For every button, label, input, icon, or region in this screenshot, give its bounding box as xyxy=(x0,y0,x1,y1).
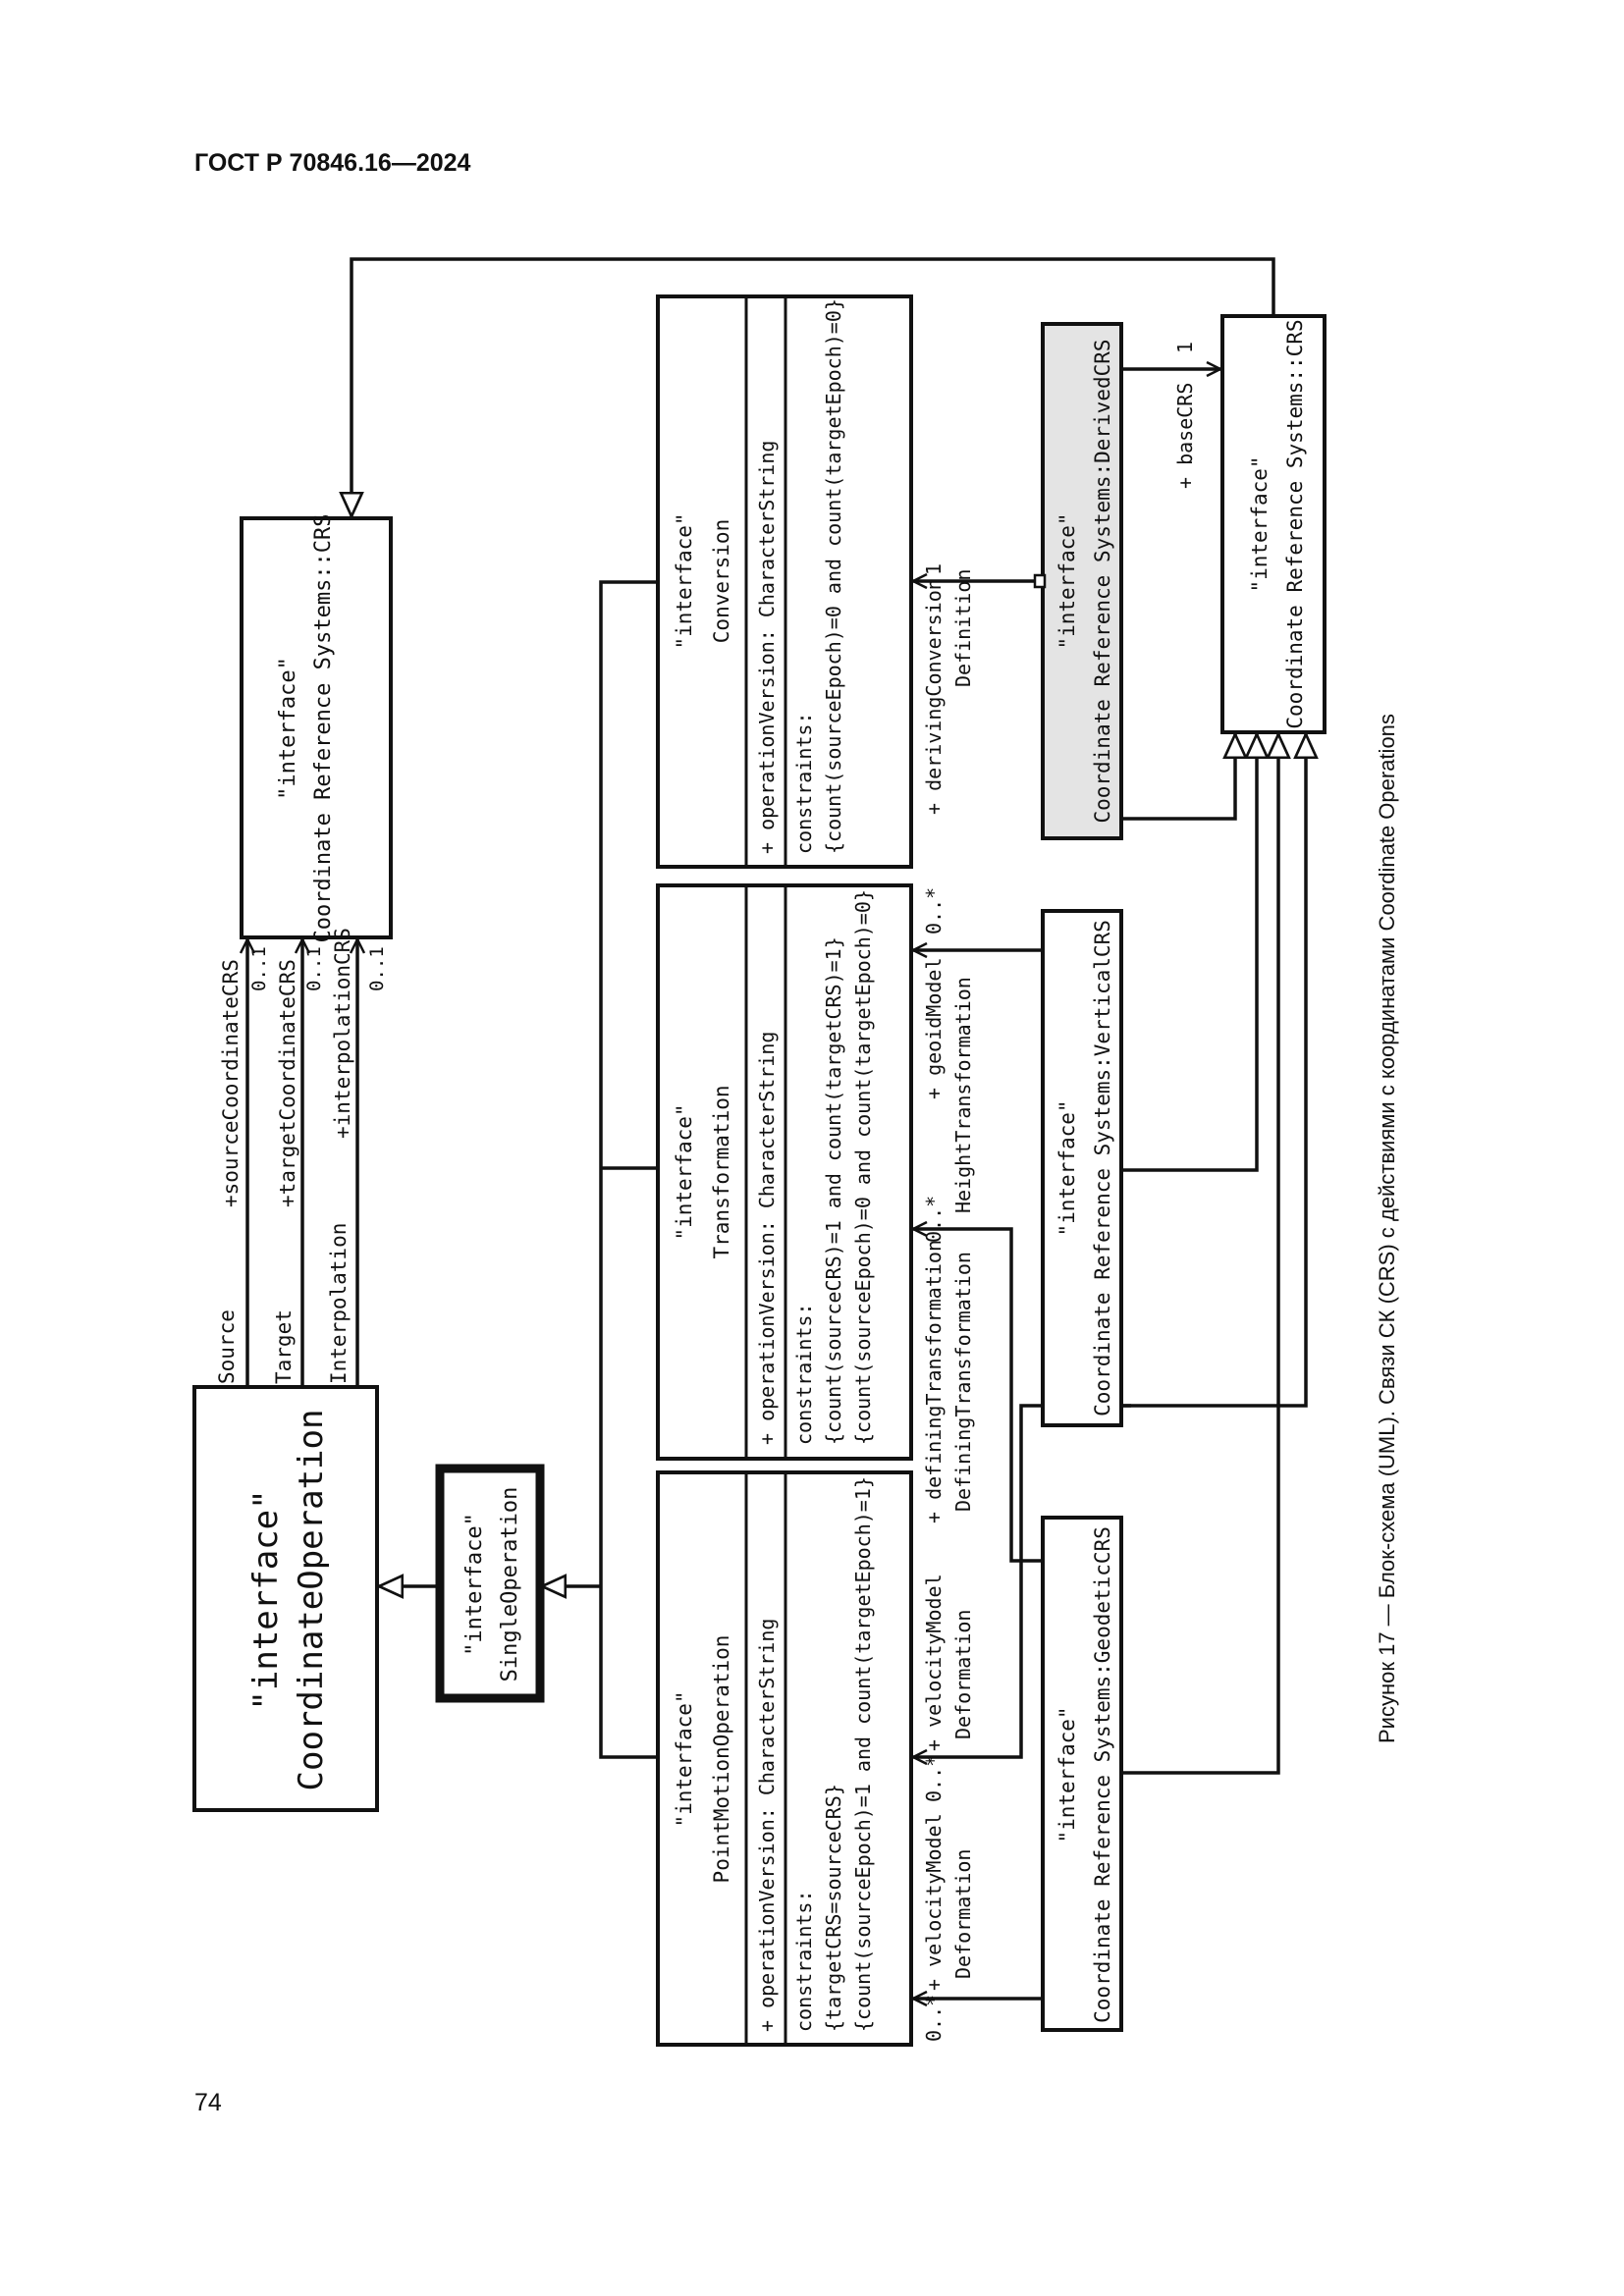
target-label: Target xyxy=(272,1309,296,1384)
vertical-crs-box xyxy=(1041,909,1123,1427)
defining-transformation-role: + definingTransformation xyxy=(922,1240,946,1523)
defining-transformation-multiplicity: 0..* xyxy=(922,1196,946,1243)
pmo-constraint-1: {targetCRS=sourceCRS} xyxy=(822,1784,845,2032)
vertical-crs-stereotype: "interface" xyxy=(1056,1099,1079,1236)
derived-crs-stereotype: "interface" xyxy=(1056,512,1079,649)
coordinate-operation-name: CoordinateOperation xyxy=(292,1410,331,1791)
crs-top-box xyxy=(240,516,393,939)
pmo-name: PointMotionOperation xyxy=(710,1635,733,1884)
standard-header: ГОСТ Р 70846.16—2024 xyxy=(194,149,471,177)
crs-to-crs-generalization xyxy=(352,257,1275,516)
crs-bottom-stereotype: "interface" xyxy=(1248,455,1272,592)
transformation-constraints-label: constraints: xyxy=(792,1304,816,1446)
deriving-conversion-name: Definition xyxy=(951,569,975,687)
velocity-model-1-name: Deformation xyxy=(951,1849,975,1979)
conversion-constraint-1: {count(sourceEpoch)=0 and count(targetEp… xyxy=(822,298,845,854)
conversion-constraints-label: constraints: xyxy=(792,713,816,855)
transformation-name: Transformation xyxy=(710,1085,733,1258)
velocity-model-2-multiplicity: 0..* xyxy=(922,1755,946,1802)
single-operation-name: SingleOperation xyxy=(498,1487,522,1682)
geodetic-crs-stereotype: "interface" xyxy=(1056,1706,1079,1842)
source-role: +sourceCoordinateCRS xyxy=(219,959,243,1207)
pmo-constraint-2: {count(sourceEpoch)=1 and count(targetEp… xyxy=(851,1476,875,2032)
pmo-stereotype: "interface" xyxy=(673,1690,696,1827)
conversion-name: Conversion xyxy=(710,519,733,643)
base-crs-role: + baseCRS xyxy=(1173,383,1197,489)
geoid-model-multiplicity: 0..* xyxy=(922,887,946,934)
deriving-conversion-multiplicity: 1 xyxy=(922,563,946,575)
target-multiplicity: 0..1 xyxy=(303,946,325,991)
figure-caption: Рисунок 17 — Блок-схема (UML). Связи СК … xyxy=(1375,714,1399,1743)
coordinate-operation-box xyxy=(192,1385,379,1812)
interpolation-label: Interpolation xyxy=(327,1223,351,1384)
velocity-model-1-role: + velocityModel xyxy=(922,1813,946,1991)
coordinate-operation-stereotype: "interface" xyxy=(246,1489,286,1710)
crs-bottom-name: Coordinate Reference Systems::CRS xyxy=(1283,319,1307,728)
single-operation-box xyxy=(435,1464,545,1703)
single-operation-stereotype: "interface" xyxy=(462,1513,487,1656)
crs-bottom-box xyxy=(1220,314,1326,734)
deriving-conversion-role: + derivingConversion xyxy=(922,578,946,815)
velocity-model-2-name: Deformation xyxy=(951,1610,975,1739)
interpolation-role: +interpolationCRS xyxy=(331,928,354,1139)
geoid-model-name: HeightTransformation xyxy=(951,977,975,1213)
transformation-constraint-1: {count(sourceCRS)=1 and count(targetCRS)… xyxy=(822,936,845,1445)
interpolation-multiplicity: 0..1 xyxy=(366,946,388,991)
operations-to-single-generalization xyxy=(599,580,658,1759)
velocity-model-1-multiplicity: 0..* xyxy=(922,1995,946,2042)
source-label: Source xyxy=(215,1309,239,1384)
velocity-model-association-2 xyxy=(913,1518,1023,1757)
conversion-stereotype: "interface" xyxy=(673,512,696,649)
transformation-constraint-2: {count(sourceEpoch)=0 and count(targetEp… xyxy=(851,889,875,1445)
vertical-crs-name: Coordinate Reference Systems:VerticalCRS xyxy=(1091,920,1114,1416)
crs-top-name: Coordinate Reference Systems::CRS xyxy=(311,513,336,942)
transformation-stereotype: "interface" xyxy=(673,1103,696,1240)
page-number: 74 xyxy=(194,2089,222,2116)
velocity-model-2-role: + velocityModel xyxy=(922,1574,946,1751)
source-multiplicity: 0..1 xyxy=(248,946,270,991)
derived-crs-box xyxy=(1041,322,1123,840)
transformation-attribute: + operationVersion: CharacterString xyxy=(755,1032,779,1445)
defining-transformation-name: DefiningTransformation xyxy=(951,1252,975,1512)
defining-transformation-association xyxy=(913,1229,1043,1563)
conversion-attribute: + operationVersion: CharacterString xyxy=(755,441,779,854)
geodetic-crs-name: Coordinate Reference Systems:GeodeticCRS xyxy=(1091,1526,1114,2023)
target-role: +targetCoordinateCRS xyxy=(276,959,299,1207)
pmo-attribute: + operationVersion: CharacterString xyxy=(755,1619,779,2032)
pmo-constraints-label: constraints: xyxy=(792,1891,816,2033)
geoid-model-role: + geoidModel xyxy=(922,958,946,1100)
crs-top-stereotype: "interface" xyxy=(276,657,300,800)
base-crs-multiplicity: 1 xyxy=(1173,342,1197,353)
derived-crs-name: Coordinate Reference Systems:DerivedCRS xyxy=(1091,339,1114,823)
